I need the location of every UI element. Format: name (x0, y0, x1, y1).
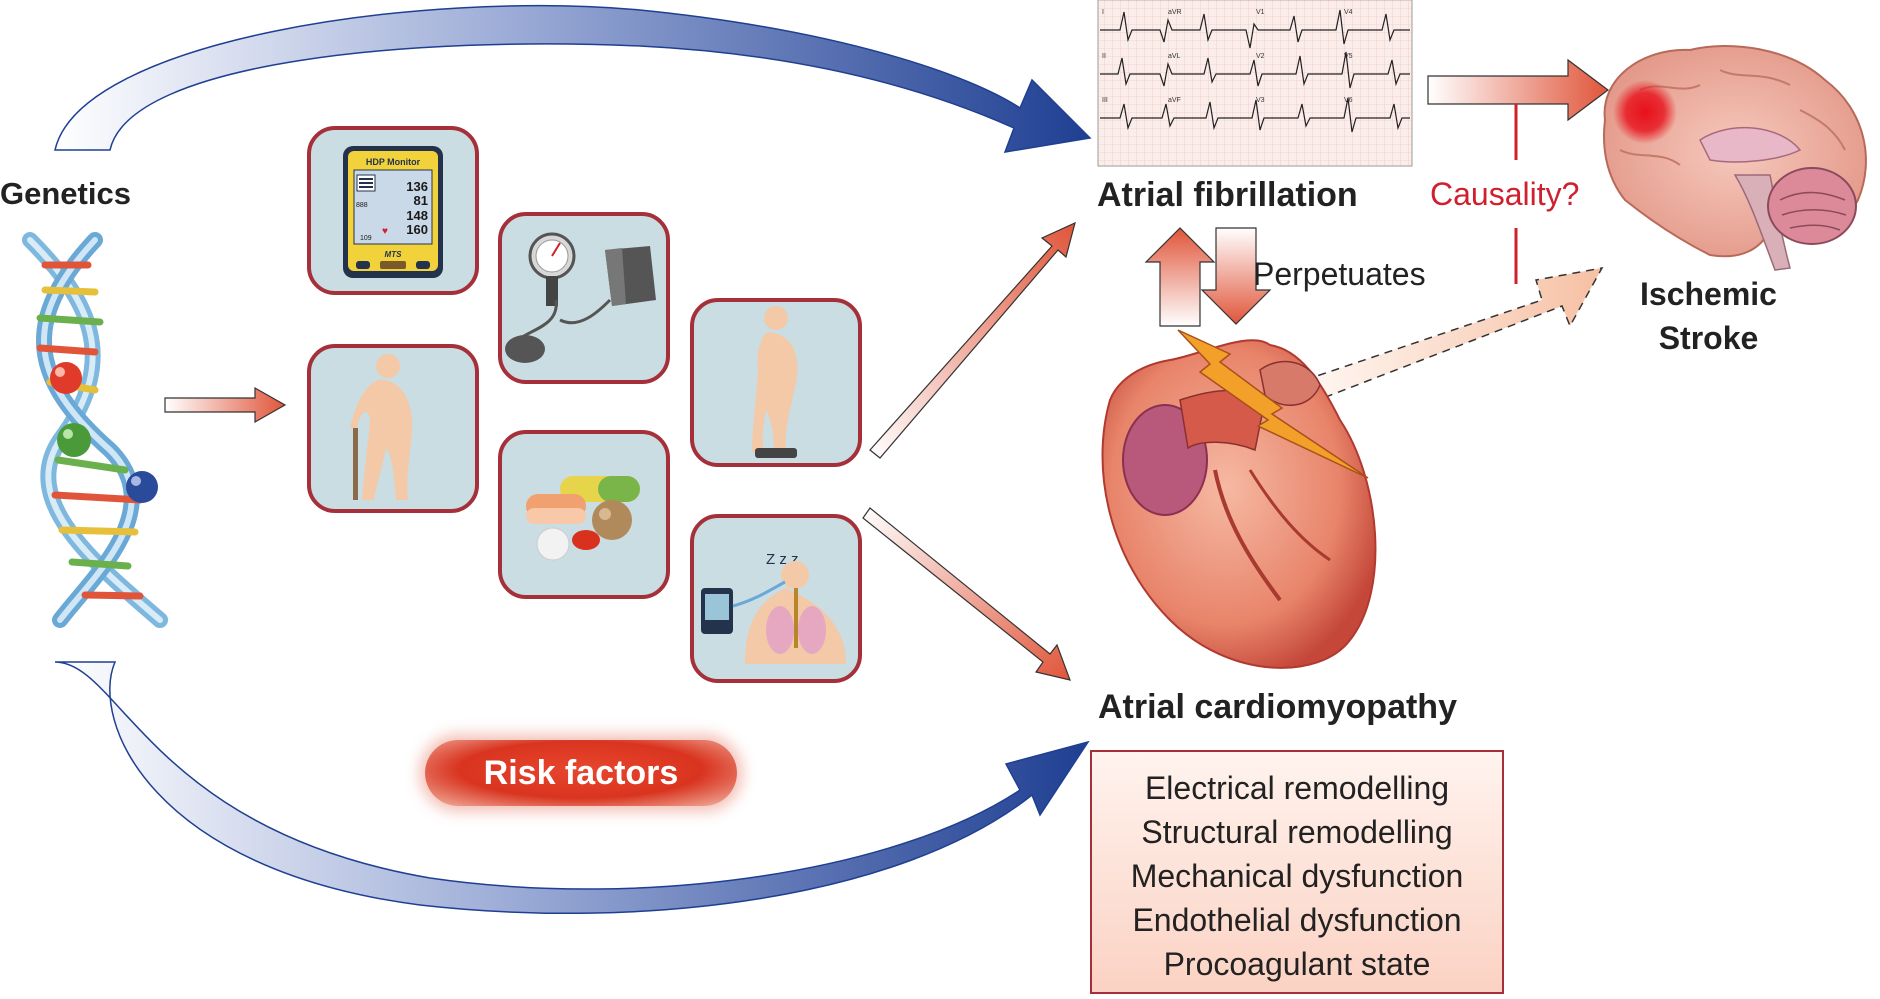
lead-label: III (1102, 97, 1108, 104)
monitor-brand: MTS (385, 250, 403, 259)
elderly-person-icon (350, 354, 413, 500)
lead-label: V4 (1344, 9, 1353, 16)
dna-helix-icon (22, 232, 168, 628)
lead-label: aVF (1168, 97, 1181, 104)
hdp-monitor-icon: HDP Monitor 136 81 148 160 888 109 ♥ MTS (343, 146, 443, 278)
brain-illustration (1603, 45, 1867, 271)
blood-pressure-cuff-icon (505, 232, 656, 363)
monitor-title: HDP Monitor (366, 157, 421, 167)
sleep-apnea-icon: Z z z (701, 551, 846, 664)
lead-label: V1 (1256, 9, 1265, 16)
pills-icon (526, 476, 640, 561)
card-obesity (690, 298, 862, 467)
lead-label: V2 (1256, 53, 1265, 60)
ischemic-stroke-line1: Ischemic (1640, 276, 1777, 312)
lightning-bolt-icon (1177, 329, 1369, 479)
card-medications (498, 430, 670, 599)
risk-factors-badge: Risk factors (425, 740, 737, 806)
af-to-stroke-arrow (1427, 58, 1609, 122)
lead-label: I (1102, 9, 1104, 16)
genetics-label: Genetics (0, 176, 131, 211)
cerebellum (1767, 167, 1857, 245)
ecg-strip: I aVR V1 V4 II aVL V2 V5 III aVF V3 V6 (1097, 0, 1413, 167)
lead-label: V5 (1344, 53, 1353, 60)
genetics-to-af-arrow (54, 4, 1092, 153)
feature-item: Electrical remodelling (1144, 770, 1450, 806)
feature-item: Procoagulant state (1163, 946, 1431, 982)
card-hypertension (498, 212, 670, 384)
risk-to-af-arrow (869, 221, 1076, 459)
monitor-reading-1: 136 (406, 179, 428, 194)
lead-label: II (1102, 53, 1106, 60)
monitor-reading-2: 81 (414, 193, 428, 208)
feature-item: Structural remodelling (1141, 814, 1453, 850)
lead-label: V3 (1256, 97, 1265, 104)
infarct-area (1613, 80, 1677, 144)
cardiomyopathy-to-stroke-dashed-arrow (1303, 266, 1604, 401)
ecg-lead-labels: I aVR V1 V4 II aVL V2 V5 III aVF V3 V6 (1102, 9, 1353, 104)
causality-label: Causality? (1426, 176, 1584, 213)
perpetuates-label: Perpetuates (1253, 256, 1426, 292)
heart-illustration (1101, 329, 1377, 669)
monitor-small-value-1: 888 (356, 202, 368, 209)
feature-item: Endothelial dysfunction (1132, 902, 1462, 938)
genetics-to-risk-factors-arrow (164, 386, 287, 424)
lead-label: aVL (1168, 53, 1181, 60)
lead-label: aVR (1168, 9, 1182, 16)
cardiomyopathy-to-af-up-arrow (1144, 227, 1216, 327)
card-sleep-apnea: Z z z (690, 514, 862, 683)
monitor-reading-3: 148 (406, 208, 428, 223)
card-sleep-monitor-device: HDP Monitor 136 81 148 160 888 109 ♥ MTS (307, 126, 479, 295)
obese-person-icon (752, 306, 798, 458)
monitor-small-value-2: 109 (360, 235, 372, 242)
af-perpetuates-down-arrow (1200, 227, 1272, 325)
genetics-to-cardiomyopathy-arrow (54, 661, 1090, 915)
risk-to-cardiomyopathy-arrow (862, 507, 1071, 681)
atrial-fibrillation-label: Atrial fibrillation (1097, 176, 1358, 214)
heart-symbol-icon: ♥ (382, 226, 388, 237)
ischemic-stroke-label: Ischemic Stroke (1640, 272, 1777, 360)
ischemic-stroke-line2: Stroke (1658, 320, 1759, 356)
monitor-reading-4: 160 (406, 222, 428, 237)
atrial-cardiomyopathy-label: Atrial cardiomyopathy (1098, 688, 1457, 726)
feature-item: Mechanical dysfunction (1130, 858, 1464, 894)
cardiomyopathy-features-box: Electrical remodelling Structural remode… (1090, 750, 1504, 994)
card-aging (307, 344, 479, 513)
